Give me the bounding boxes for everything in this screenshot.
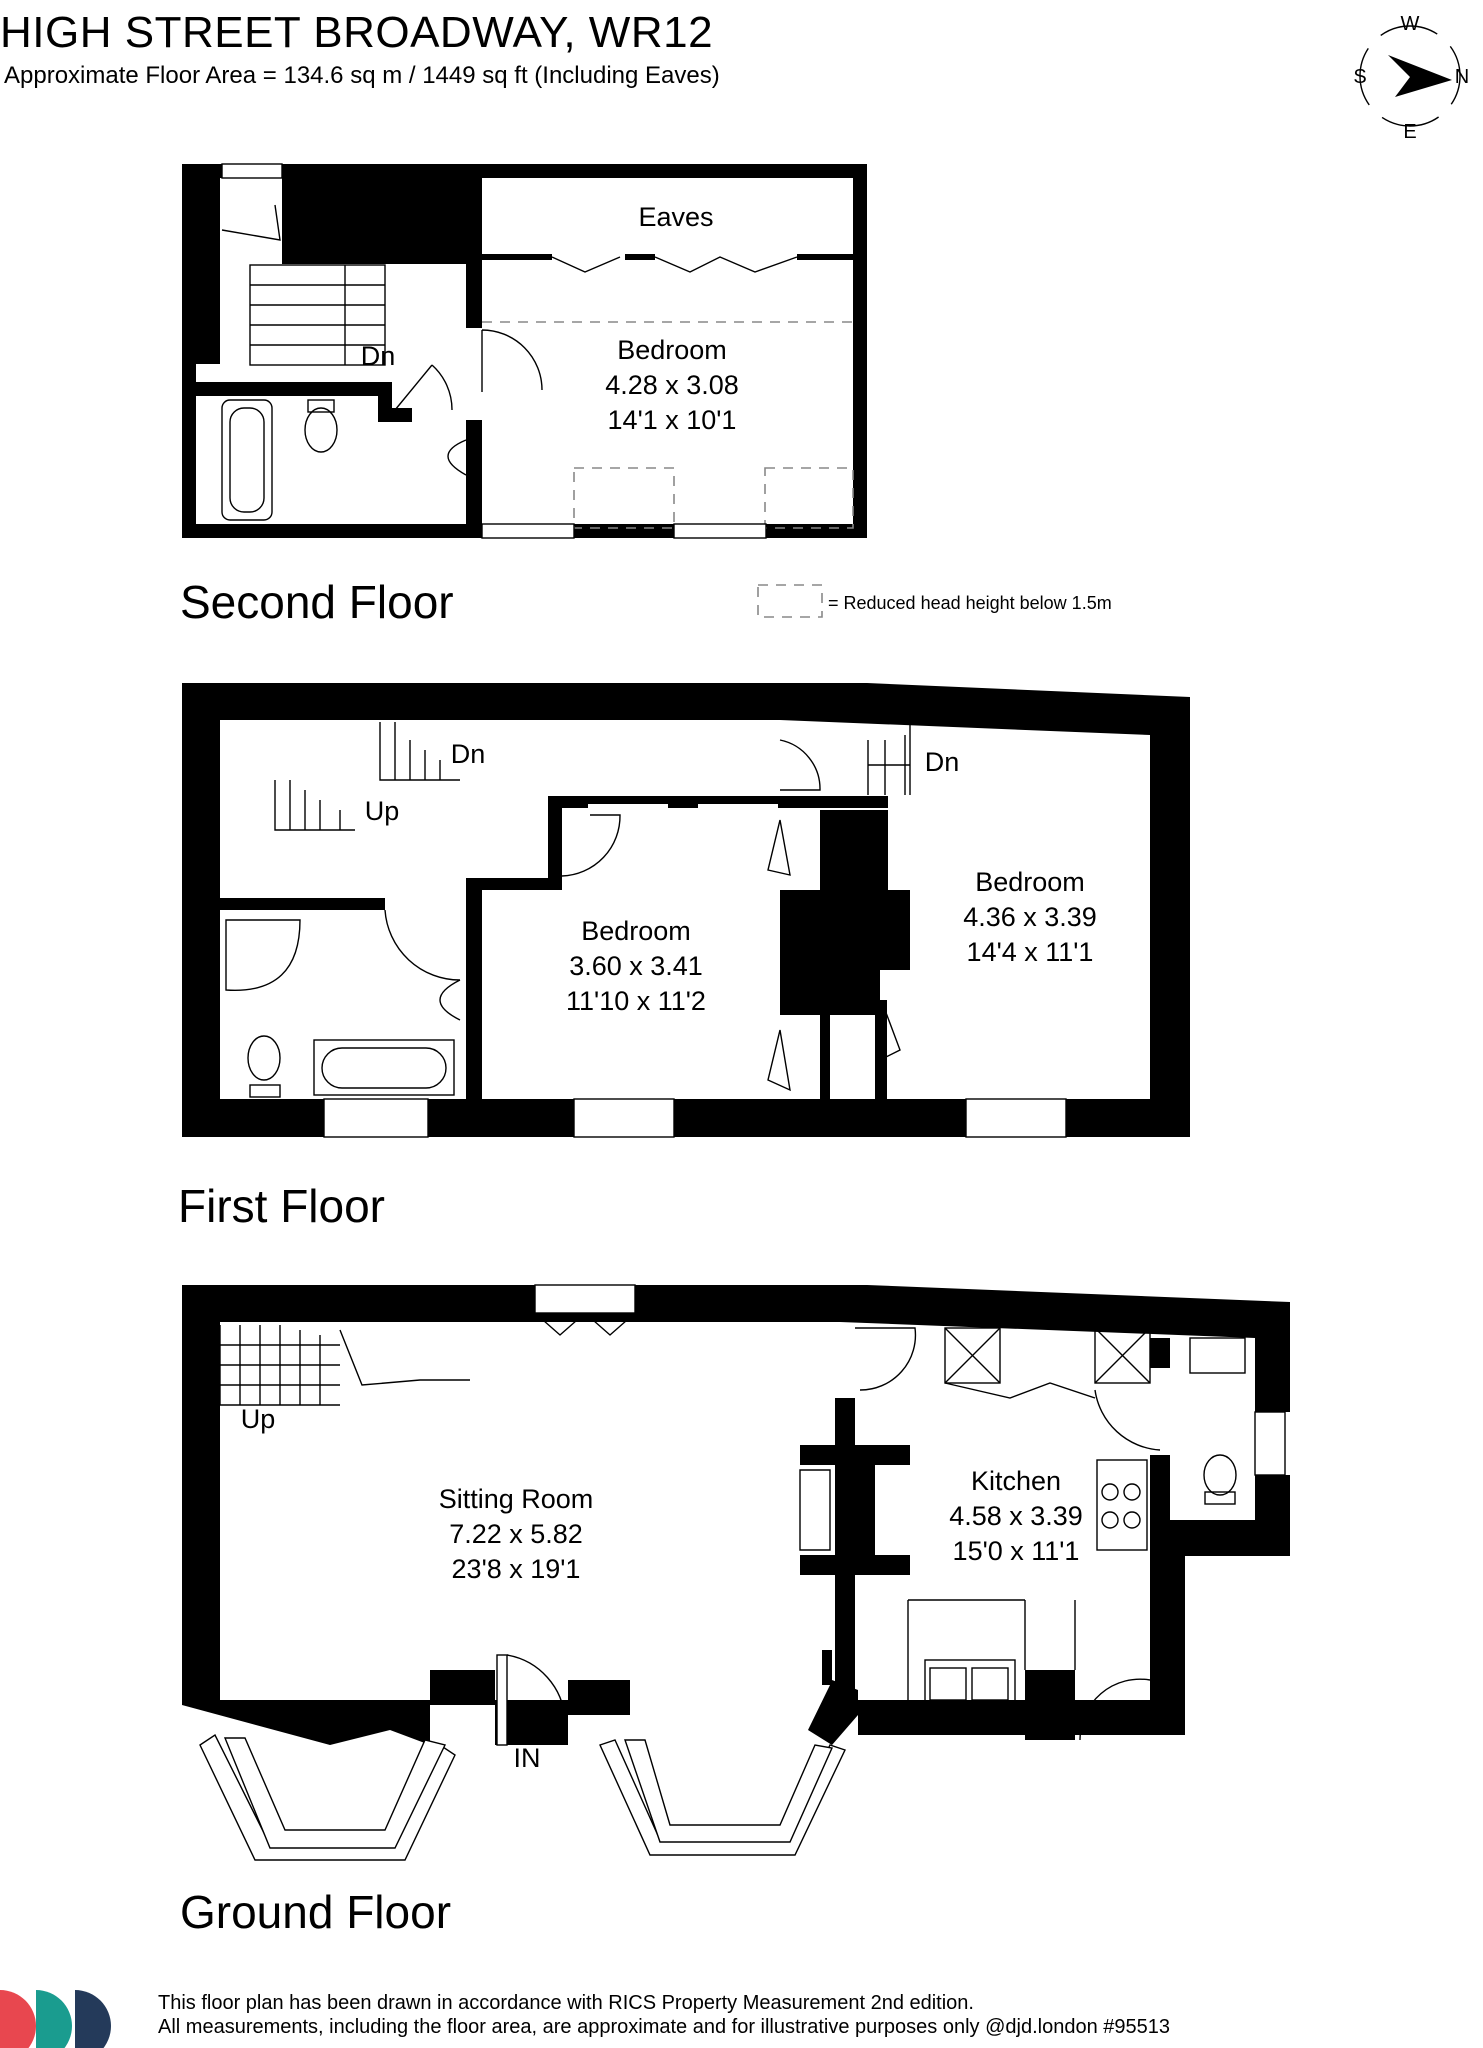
first-floor-bedroom-2-metric: 4.36 x 3.39: [963, 902, 1097, 932]
ground-floor-stairs-up: Up: [241, 1404, 276, 1434]
legend: = Reduced head height below 1.5m: [757, 584, 1112, 618]
first-floor-stairs-dn-right: Dn: [925, 747, 960, 777]
first-floor-stairs-dn-left: Dn: [451, 739, 486, 769]
second-floor-bedroom-metric: 4.28 x 3.08: [605, 370, 739, 400]
first-floor-plan: Dn Up Dn Bedroom 3.60 x 3.41 11'10 x 11'…: [182, 683, 1190, 1138]
kitchen-imperial: 15'0 x 11'1: [953, 1536, 1080, 1566]
footer-rics-note: This floor plan has been drawn in accord…: [158, 1992, 974, 2014]
first-floor-bedroom-1-metric: 3.60 x 3.41: [569, 951, 703, 981]
compass-w: W: [1401, 13, 1420, 35]
first-floor-stairs-up: Up: [365, 796, 400, 826]
footer-disclaimer: All measurements, including the floor ar…: [158, 2016, 1170, 2038]
dashed-box-icon: [757, 584, 823, 618]
compass-e: E: [1403, 121, 1416, 143]
page-title: HIGH STREET BROADWAY, WR12: [0, 8, 714, 57]
second-floor-stairs-dn: Dn: [361, 341, 396, 371]
djd-logo: [0, 1990, 111, 2048]
sitting-room-imperial: 23'8 x 19'1: [452, 1554, 581, 1584]
first-floor-bedroom-1-name: Bedroom: [581, 916, 691, 946]
compass-arrow-icon: [1388, 55, 1452, 97]
first-floor-label: First Floor: [178, 1180, 385, 1232]
entrance-arrow-icon: [524, 1708, 546, 1740]
ground-floor-plan: Up IN Sitting Room 7.22 x 5.82 23'8 x 19…: [182, 1284, 1290, 1861]
second-floor-bedroom-imperial: 14'1 x 10'1: [608, 405, 737, 435]
kitchen-name: Kitchen: [971, 1466, 1061, 1496]
eaves-label: Eaves: [638, 202, 713, 232]
first-floor-bedroom-1-imperial: 11'10 x 11'2: [566, 986, 706, 1016]
first-floor-bedroom-2-imperial: 14'4 x 11'1: [967, 937, 1094, 967]
kitchen-metric: 4.58 x 3.39: [949, 1501, 1083, 1531]
sitting-room-metric: 7.22 x 5.82: [449, 1519, 583, 1549]
first-floor-bedroom-2-name: Bedroom: [975, 867, 1085, 897]
entrance-label: IN: [514, 1743, 541, 1773]
floor-area-subtitle: Approximate Floor Area = 134.6 sq m / 14…: [4, 62, 720, 89]
sitting-room-name: Sitting Room: [439, 1484, 594, 1514]
second-floor-plan: Eaves Dn Bedroom 4.28 x 3.08 14'1 x 10'1: [182, 163, 867, 539]
second-floor-bedroom-name: Bedroom: [617, 335, 727, 365]
legend-text: = Reduced head height below 1.5m: [828, 593, 1112, 613]
compass: W E S N: [1353, 13, 1469, 143]
second-floor-label: Second Floor: [180, 576, 454, 628]
ground-floor-label: Ground Floor: [180, 1886, 451, 1938]
compass-s: S: [1353, 66, 1366, 88]
compass-n: N: [1455, 66, 1469, 88]
